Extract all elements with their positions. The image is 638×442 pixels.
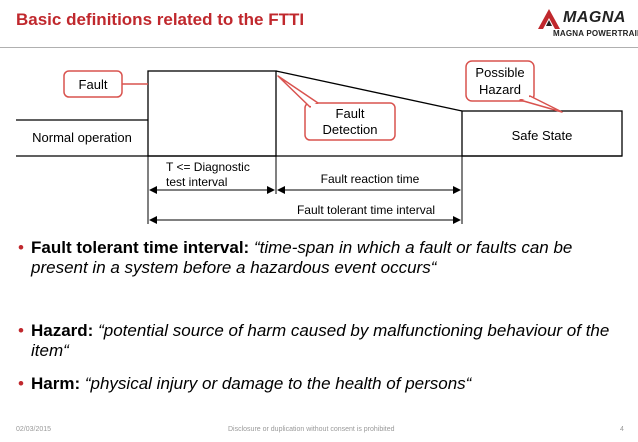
footer-date: 02/03/2015 [16, 426, 52, 433]
signal-trace [16, 70, 623, 157]
fault-callout: Fault [63, 70, 148, 98]
ftti-label: Fault tolerant time interval [297, 203, 435, 217]
possible-hazard-label-line2: Hazard [479, 82, 521, 97]
possible-hazard-label-line1: Possible [475, 65, 524, 80]
logo-subtitle: MAGNA POWERTRAIN [553, 29, 638, 38]
bullet-icon: • [18, 321, 24, 340]
footer-notice: Disclosure or duplication without consen… [228, 426, 395, 433]
bullet-icon: • [18, 374, 24, 393]
magna-logo: MAGNA MAGNA POWERTRAIN [536, 6, 638, 44]
safe-state-label: Safe State [512, 128, 573, 143]
safe-state-box [461, 110, 623, 157]
fault-detection-label-line1: Fault [336, 106, 365, 121]
definition-text: “physical injury or damage to the health… [84, 374, 472, 393]
diagnostic-interval-label-line1: T <= Diagnostic [166, 160, 250, 174]
definition-text: “time-span in which a fault or faults ca… [31, 238, 573, 277]
normal-operation-label: Normal operation [32, 130, 132, 145]
fault-state-box [147, 70, 277, 157]
footer-page-number: 4 [620, 426, 624, 433]
definition-term: Harm: [31, 374, 81, 393]
logo-wordmark: MAGNA [563, 9, 626, 26]
diagnostic-interval-label-line2: test interval [166, 175, 227, 189]
slide-title: Basic definitions related to the FTTI [16, 10, 305, 29]
bullet-icon: • [18, 238, 24, 257]
ftti-diagram: Normal operation Safe State Fault Fault … [16, 60, 623, 224]
definition-term: Fault tolerant time interval: [31, 238, 250, 257]
definition-term: Hazard: [31, 321, 94, 340]
definition-text: “potential source of harm caused by malf… [31, 321, 610, 360]
fault-reaction-time-label: Fault reaction time [321, 172, 420, 186]
title-divider [0, 47, 638, 48]
fault-detection-callout: Fault Detection [277, 75, 396, 141]
magna-emblem-icon [538, 9, 560, 29]
possible-hazard-callout: Possible Hazard [465, 60, 563, 113]
interval-markers [147, 156, 463, 224]
fault-callout-label: Fault [79, 77, 108, 92]
fault-detection-label-line2: Detection [323, 122, 378, 137]
